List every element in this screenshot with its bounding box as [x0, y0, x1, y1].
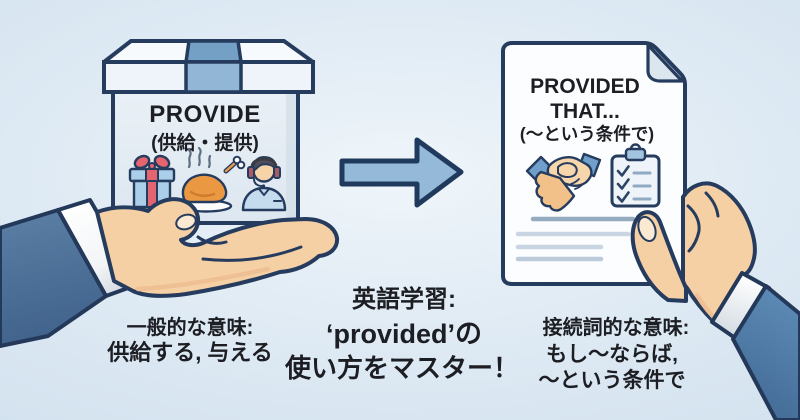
caption-line1: 英語学習: — [352, 285, 456, 313]
document-title-line2: THAT... — [550, 100, 620, 123]
right-meaning-label: 接続詞的な意味: もし～ならば, ～という条件で — [539, 315, 690, 392]
caption-line2: ‘provided’の — [326, 319, 482, 349]
document-subtitle: (～という条件で) — [520, 124, 654, 144]
center-caption: 英語学習: ‘provided’の 使い方をマスター！ — [284, 285, 519, 383]
left-meaning-line2: 供給する, 与える — [106, 340, 273, 365]
box-lid-tape-top — [183, 39, 244, 64]
left-hand — [95, 197, 340, 298]
palm-shading — [135, 266, 271, 292]
provide-box: PROVIDE (供給・提供) — [102, 39, 315, 225]
arrow-right-icon — [339, 137, 464, 208]
palm-line — [201, 245, 303, 262]
box-title: PROVIDE — [149, 101, 261, 128]
checklist-icon — [610, 143, 661, 208]
box-lid-tape-front — [184, 60, 243, 94]
right-meaning-line1: 接続詞的な意味: — [543, 315, 690, 339]
right-meaning-line3: ～という条件で — [539, 368, 686, 392]
caption-line3: 使い方をマスター！ — [284, 353, 519, 383]
document-text-lines — [515, 216, 636, 262]
right-sleeve — [731, 284, 800, 420]
box-subtitle: (供給・提供) — [151, 131, 259, 154]
finger-crease — [686, 204, 701, 253]
support-agent-icon — [241, 155, 287, 212]
left-arm — [0, 197, 340, 348]
thumb-nail — [175, 213, 197, 231]
thumb-nail — [637, 215, 657, 243]
left-meaning-label: 一般的な意味: 供給する, 与える — [106, 315, 273, 365]
left-meaning-line1: 一般的な意味: — [127, 315, 254, 339]
right-meaning-line2: もし～ならば, — [546, 343, 678, 366]
right-hand — [630, 181, 757, 325]
left-sleeve — [0, 208, 108, 348]
finger-crease — [704, 191, 720, 218]
document-title-line1: PROVIDED — [530, 75, 640, 98]
corner-fold — [646, 43, 684, 83]
right-arm — [630, 181, 800, 420]
handshake-icon — [525, 152, 602, 212]
box-side-shade — [286, 92, 296, 221]
